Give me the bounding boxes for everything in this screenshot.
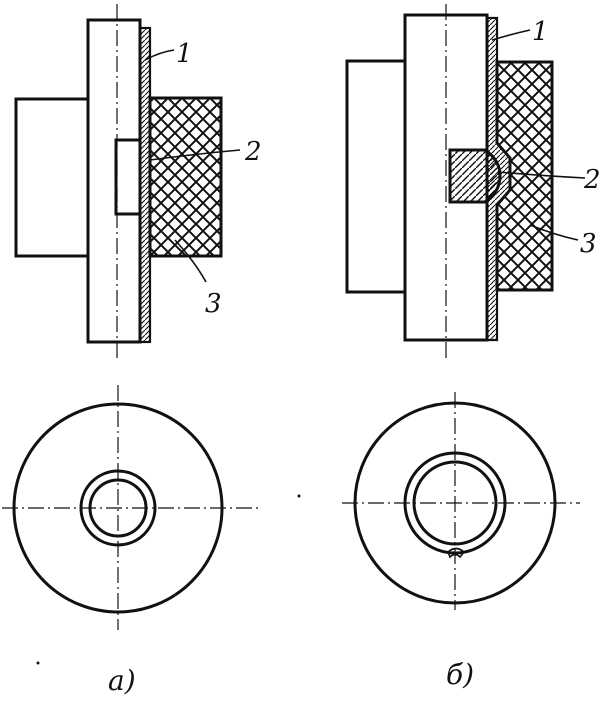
leader-2-b — [497, 171, 586, 179]
body-hatched-b — [495, 60, 554, 292]
label-2-a: 2 — [244, 137, 262, 167]
leader-3-b — [529, 224, 579, 241]
label-3-a: 3 — [205, 289, 222, 319]
end-view-b — [342, 392, 580, 610]
section-view-a: 1 2 3 — [14, 4, 262, 360]
end-view-a — [2, 385, 262, 630]
stray-dot — [36, 661, 40, 665]
leader-1-b — [491, 29, 531, 41]
caption-b: б) — [446, 658, 474, 691]
groove-a — [114, 138, 142, 216]
label-3-b: 3 — [580, 229, 597, 259]
caption-a: а) — [108, 664, 136, 697]
insert-b — [448, 148, 502, 204]
label-1-a: 1 — [176, 39, 193, 69]
label-2-b: 2 — [583, 165, 601, 195]
notch-b — [447, 547, 466, 559]
section-view-b: 1 2 3 — [345, 4, 601, 360]
leader-3-a — [174, 239, 207, 283]
leader-1-a — [144, 49, 175, 61]
stray-dot — [297, 494, 301, 498]
label-1-b: 1 — [532, 17, 549, 47]
body-hatched-a — [148, 96, 223, 258]
leader-2-a — [149, 149, 241, 161]
